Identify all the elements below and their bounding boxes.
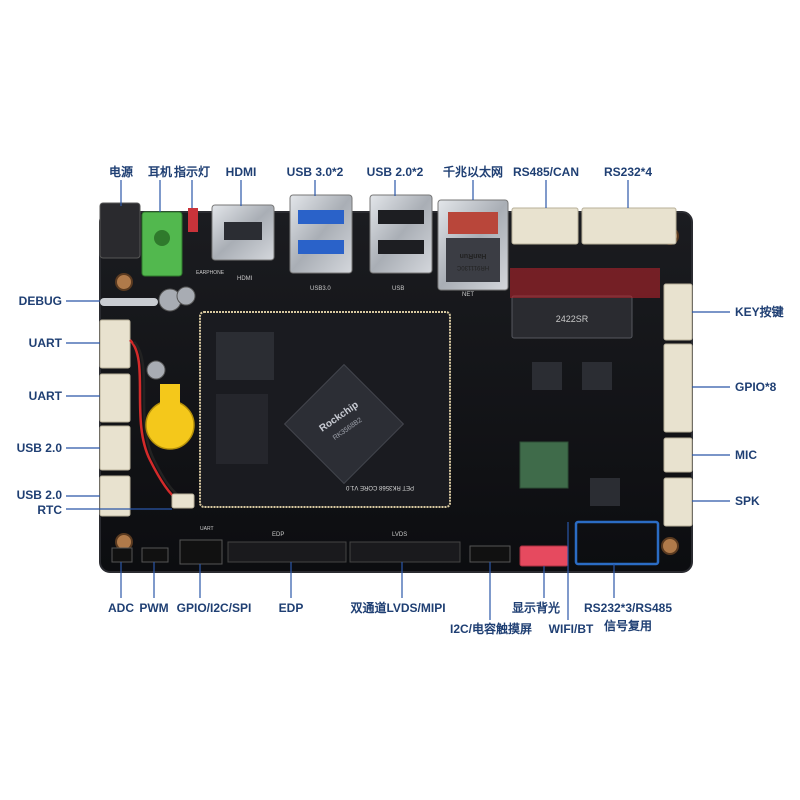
label-rs232x3-line2: 信号复用 xyxy=(603,619,652,633)
label-edp: EDP xyxy=(278,601,304,615)
label-usb2-top: USB 2.0*2 xyxy=(366,165,424,179)
gpio-connector xyxy=(663,343,693,433)
label-rtc: RTC xyxy=(37,503,62,517)
usb2-connector xyxy=(99,425,131,471)
label-rs232x3-rs485: RS232*3/RS485 信号复用 xyxy=(584,601,672,633)
eth-model: HR911130C xyxy=(456,264,489,270)
edp-connector xyxy=(227,541,347,563)
label-spk: SPK xyxy=(735,494,760,508)
label-rs485-can: RS485/CAN xyxy=(512,165,580,179)
label-rs232x4: RS232*4 xyxy=(603,165,653,179)
rs485-can-connector xyxy=(511,207,579,245)
key-connector xyxy=(663,283,693,341)
mount-hole xyxy=(661,537,679,555)
eth-brand: HanRun xyxy=(460,252,487,259)
mount-hole xyxy=(115,273,133,291)
soc-chip xyxy=(283,363,405,485)
label-gpio-i2c-spi: GPIO/I2C/SPI xyxy=(176,601,252,615)
label-mic: MIC xyxy=(735,448,757,462)
usb2-connector xyxy=(99,475,131,517)
m2-label: 2422SR xyxy=(556,314,589,324)
wifi-module xyxy=(519,441,569,489)
backlight-connector xyxy=(519,545,569,567)
label-earphone: 耳机 xyxy=(147,165,173,179)
mic-connector xyxy=(663,437,693,473)
rtc-connector xyxy=(171,493,195,509)
pointer-lines xyxy=(66,180,730,620)
label-i2c-touch: I2C/电容触摸屏 xyxy=(449,622,533,636)
label-power: 电源 xyxy=(108,165,134,179)
label-wifi-bt: WIFI/BT xyxy=(548,622,594,636)
silk-net: NET xyxy=(462,292,474,298)
label-ethernet: 千兆以太网 xyxy=(442,165,504,179)
uart-connector xyxy=(99,319,131,369)
label-usb3: USB 3.0*2 xyxy=(286,165,344,179)
label-backlight: 显示背光 xyxy=(511,601,561,615)
usb2-port xyxy=(369,194,433,274)
label-lvds-mipi: 双通道LVDS/MIPI xyxy=(350,601,446,615)
label-adc: ADC xyxy=(108,601,134,615)
label-gpio8: GPIO*8 xyxy=(735,380,777,394)
label-usb2-a: USB 2.0 xyxy=(16,441,62,455)
rs232-rs485-highlight xyxy=(574,520,660,566)
lvds-connector xyxy=(349,541,461,563)
silk-usb3: USB3.0 xyxy=(310,286,331,292)
uart-connector xyxy=(99,373,131,423)
silk-hdmi: HDMI xyxy=(237,276,253,282)
spk-connector xyxy=(663,477,693,527)
usb3-port xyxy=(289,194,353,274)
label-key: KEY按键 xyxy=(735,305,784,319)
label-rs232x3-line1: RS232*3/RS485 xyxy=(583,601,673,615)
power-jack xyxy=(99,202,141,259)
label-uart-1: UART xyxy=(28,336,62,350)
silk-usb: USB xyxy=(392,286,404,292)
core-label-text: PET RK3568 CORE V1.0 xyxy=(345,484,414,490)
label-indicator: 指示灯 xyxy=(173,165,211,179)
label-usb2-b: USB 2.0 xyxy=(16,488,62,502)
label-debug: DEBUG xyxy=(18,294,62,308)
silk-uart: UART xyxy=(200,526,214,532)
rtc-battery xyxy=(145,400,195,450)
label-pwm: PWM xyxy=(139,601,169,615)
silk-lvds: LVDS xyxy=(392,532,407,538)
silk-edp: EDP xyxy=(272,532,284,538)
rs232-connector xyxy=(581,207,677,245)
indicator-led xyxy=(188,208,198,232)
label-hdmi: HDMI xyxy=(225,165,257,179)
silk-earphone: EARPHONE xyxy=(196,270,225,276)
debug-pin xyxy=(100,298,158,306)
label-uart-2: UART xyxy=(28,389,62,403)
